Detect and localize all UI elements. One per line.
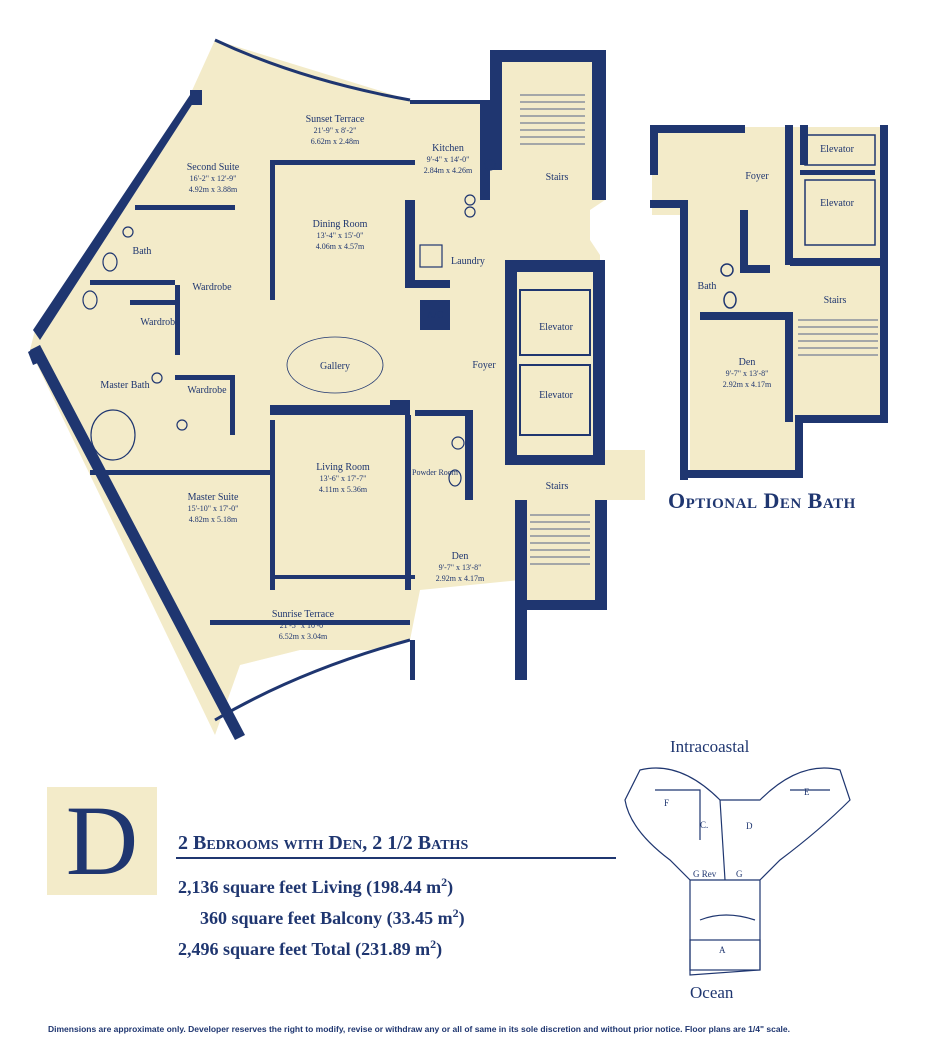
sunrise-terrace-dim-ft: 21'-5" x 10'-0"	[280, 621, 327, 630]
opt-elevator-label-1: Elevator	[820, 144, 855, 155]
second-suite-name: Second Suite	[187, 162, 240, 173]
sunrise-terrace-curve	[214, 638, 411, 722]
master-bath-label: Master Bath	[100, 380, 149, 391]
wardrobe-label-2: Wardrobe	[140, 317, 180, 328]
area-total: 2,496 square feet Total (231.89 m2)	[178, 937, 443, 959]
elevator-label-1: Elevator	[539, 322, 574, 333]
keyplan-south-label: Ocean	[690, 983, 734, 1002]
powder-room-label: Powder Room	[412, 468, 459, 477]
gallery-label: Gallery	[320, 361, 350, 372]
sunrise-terrace-dim-m: 6.52m x 3.04m	[279, 632, 328, 641]
sunset-terrace-dim-m: 6.62m x 2.48m	[311, 137, 360, 146]
master-suite-dim-ft: 15'-10" x 17'-0"	[188, 504, 239, 513]
den-dim-m: 2.92m x 4.17m	[436, 574, 485, 583]
master-suite-name: Master Suite	[188, 492, 239, 503]
sunset-terrace-name: Sunset Terrace	[306, 114, 365, 125]
gallery-ellipse	[286, 336, 384, 394]
second-suite-dim-m: 4.92m x 3.88m	[189, 185, 238, 194]
sunset-terrace-dim-ft: 21'-9" x 8'-2"	[314, 126, 357, 135]
stairs-hatch	[520, 94, 590, 565]
foyer-label: Foyer	[472, 360, 496, 371]
unit-title: 2 Bedrooms with Den, 2 1/2 Baths	[178, 832, 469, 854]
key-a: A	[719, 945, 726, 955]
opt-elevator-label-2: Elevator	[820, 198, 855, 209]
stairs-label-top: Stairs	[546, 172, 569, 183]
optional-den-bath-heading: Optional Den Bath	[668, 488, 856, 513]
key-f: F	[664, 798, 669, 808]
dining-room-dim-m: 4.06m x 4.57m	[316, 242, 365, 251]
fixtures	[82, 159, 496, 487]
second-bath-label: Bath	[133, 246, 152, 257]
den-dim-ft: 9'-7" x 13'-8"	[439, 563, 482, 572]
optional-walls	[650, 125, 888, 480]
wardrobe-label-1: Wardrobe	[192, 282, 232, 293]
living-room-dim-ft: 13'-6" x 17'-7"	[320, 474, 367, 483]
key-g: G	[736, 869, 743, 879]
key-grev: G Rev	[693, 869, 717, 879]
opt-foyer-label: Foyer	[745, 171, 769, 182]
kitchen-name: Kitchen	[432, 143, 464, 154]
floor-plan: Sunset Terrace 21'-9" x 8'-2" 6.62m x 2.…	[28, 38, 645, 740]
keyplan-north-label: Intracoastal	[670, 737, 750, 756]
title-rule	[176, 857, 616, 859]
laundry-label: Laundry	[451, 256, 485, 267]
second-suite-dim-ft: 16'-2" x 12'-9"	[190, 174, 237, 183]
area-balcony: 360 square feet Balcony (33.45 m2)	[200, 906, 465, 928]
living-room-dim-m: 4.11m x 5.36m	[319, 485, 368, 494]
living-room-name: Living Room	[316, 462, 370, 473]
sunrise-terrace-name: Sunrise Terrace	[272, 609, 335, 620]
key-e: E	[804, 787, 810, 797]
opt-stairs-label: Stairs	[824, 295, 847, 306]
unit-letter-box: D	[47, 787, 157, 895]
master-suite-dim-m: 4.82m x 5.18m	[189, 515, 238, 524]
unit-letter: D	[65, 785, 139, 896]
opt-bath-label: Bath	[698, 281, 717, 292]
elevator-cabs	[519, 289, 591, 436]
dining-room-dim-ft: 13'-4" x 15'-0"	[317, 231, 364, 240]
key-d: D	[746, 821, 753, 831]
wardrobe-label-3: Wardrobe	[187, 385, 227, 396]
area-living: 2,136 square feet Living (198.44 m2)	[178, 875, 454, 897]
dining-room-name: Dining Room	[313, 219, 368, 230]
ac-label: A/C	[427, 310, 444, 321]
opt-den-dim-ft: 9'-7" x 13'-8"	[726, 369, 769, 378]
opt-den-name: Den	[739, 357, 756, 368]
elevator-label-2: Elevator	[539, 390, 574, 401]
optional-den-plan: Elevator Foyer Elevator Bath Stairs Den …	[650, 125, 888, 480]
sunset-terrace-curve	[214, 38, 411, 102]
kitchen-dim-ft: 9'-4" x 14'-0"	[427, 155, 470, 164]
stairs-label-bottom: Stairs	[546, 481, 569, 492]
disclaimer: Dimensions are approximate only. Develop…	[48, 1024, 791, 1034]
den-name: Den	[452, 551, 469, 562]
kitchen-dim-m: 2.84m x 4.26m	[424, 166, 473, 175]
floor-fill	[30, 40, 645, 735]
key-c: C.	[700, 820, 708, 830]
walls	[28, 50, 607, 740]
opt-den-dim-m: 2.92m x 4.17m	[723, 380, 772, 389]
